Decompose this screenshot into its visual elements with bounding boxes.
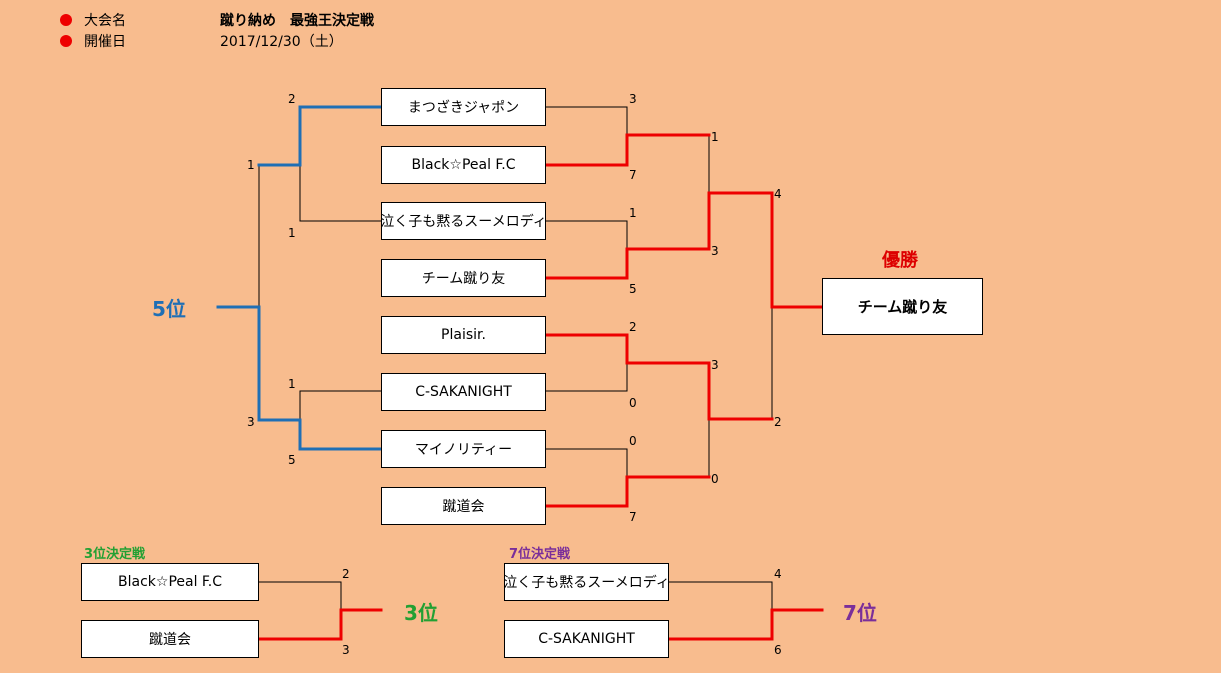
team-box: Plaisir.	[381, 316, 546, 354]
seventh-place-title: 7位決定戦	[509, 547, 571, 562]
team-box: 蹴道会	[381, 487, 546, 525]
score: 7	[629, 510, 637, 524]
score: 3	[711, 358, 719, 372]
third-place-label: 3位	[404, 601, 438, 625]
team-box: 蹴道会	[81, 620, 259, 658]
team-box: Black☆Peal F.C	[381, 146, 546, 184]
date-value: 2017/12/30（土）	[220, 34, 343, 50]
tournament-name: 蹴り納め 最強王決定戦	[220, 13, 374, 29]
score: 2	[774, 415, 782, 429]
team-box: マイノリティー	[381, 430, 546, 468]
champion-label: 優勝	[882, 250, 918, 271]
score: 3	[342, 643, 350, 657]
score: 5	[288, 453, 296, 467]
score: 5	[629, 282, 637, 296]
bullet-dot-icon	[60, 35, 72, 47]
team-box: Black☆Peal F.C	[81, 563, 259, 601]
team-box: C-SAKANIGHT	[381, 373, 546, 411]
score: 1	[288, 377, 296, 391]
score: 2	[629, 320, 637, 334]
fifth-place-label: 5位	[152, 297, 186, 321]
score: 4	[774, 567, 782, 581]
score: 4	[774, 187, 782, 201]
champion-box: チーム蹴り友	[822, 278, 983, 335]
score: 0	[711, 472, 719, 486]
team-box: 泣く子も黙るスーメロディ	[381, 202, 546, 240]
tournament-label: 大会名	[84, 13, 126, 29]
score: 3	[247, 415, 255, 429]
score: 2	[342, 567, 350, 581]
score: 1	[629, 206, 637, 220]
bullet-dot-icon	[60, 14, 72, 26]
team-box: C-SAKANIGHT	[504, 620, 669, 658]
team-box: 泣く子も黙るスーメロディ	[504, 563, 669, 601]
date-label: 開催日	[84, 34, 126, 50]
score: 2	[288, 92, 296, 106]
score: 1	[711, 130, 719, 144]
score: 0	[629, 434, 637, 448]
score: 7	[629, 168, 637, 182]
third-place-title: 3位決定戦	[84, 547, 146, 562]
score: 3	[629, 92, 637, 106]
team-box: まつざきジャポン	[381, 88, 546, 126]
score: 0	[629, 396, 637, 410]
score: 6	[774, 643, 782, 657]
score: 1	[247, 158, 255, 172]
score: 3	[711, 244, 719, 258]
seventh-place-label: 7位	[843, 601, 877, 625]
score: 1	[288, 226, 296, 240]
team-box: チーム蹴り友	[381, 259, 546, 297]
